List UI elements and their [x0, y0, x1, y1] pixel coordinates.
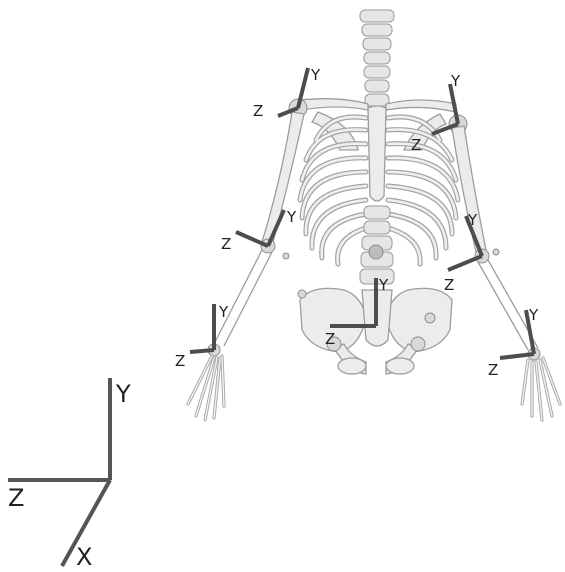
right-shoulder-y-label: Y — [450, 72, 461, 90]
left-shoulder-z-label: Z — [253, 102, 263, 120]
right-wrist-z-label: Z — [488, 361, 498, 379]
pelvis-z-label: Z — [325, 330, 335, 348]
left-wrist-z-label: Z — [175, 352, 185, 370]
right-wrist-y-label: Y — [528, 306, 539, 324]
sternum — [368, 106, 386, 201]
left-hand — [188, 356, 224, 420]
left-elbow-z-label: Z — [221, 235, 231, 253]
pelvis-y-label: Y — [378, 276, 389, 294]
left-shoulder-y-label: Y — [310, 66, 321, 84]
world-axes: Y Z X — [8, 378, 131, 571]
cervical-spine — [360, 10, 394, 106]
right-arm — [449, 115, 540, 360]
left-elbow-frame: Y Z — [221, 208, 297, 253]
right-elbow-z-label: Z — [444, 276, 454, 294]
right-elbow-y-label: Y — [467, 211, 478, 229]
right-hand — [522, 358, 560, 420]
right-shoulder-z-label: Z — [411, 136, 421, 154]
left-shoulder-frame: Y Z — [253, 66, 321, 120]
left-wrist-y-label: Y — [218, 303, 229, 321]
world-x-label: X — [76, 543, 92, 571]
world-y-label: Y — [115, 380, 131, 408]
lumbar-spine — [360, 206, 394, 284]
world-z-label: Z — [8, 484, 24, 512]
left-elbow-y-label: Y — [286, 208, 297, 226]
